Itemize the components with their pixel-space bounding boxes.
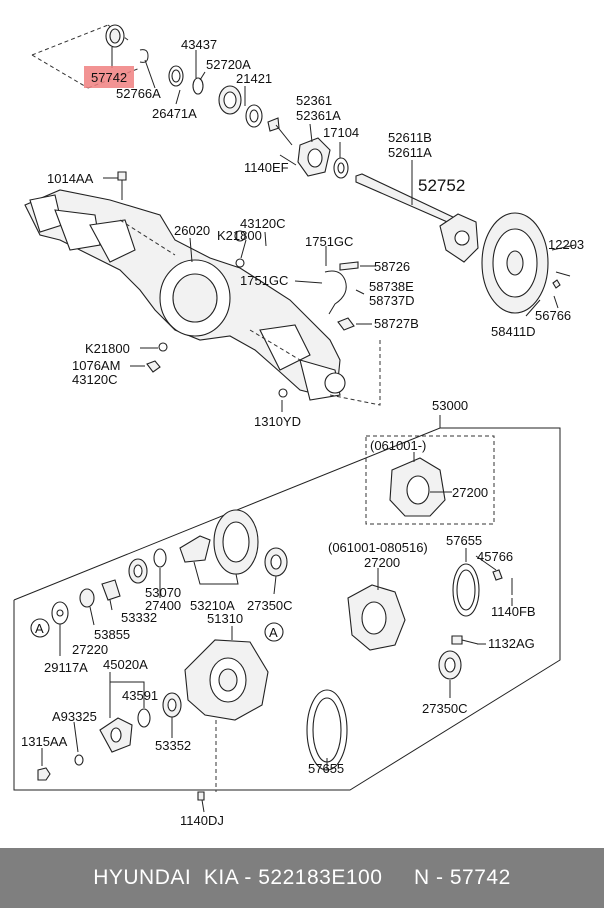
- label-27220: 27220: [72, 642, 108, 657]
- label-1751gc-mid: 1751GC: [240, 273, 288, 288]
- part-labels: 57742 52766A 43437 52720A 26471A 21421 5…: [21, 37, 584, 828]
- label-53210a: 53210A: [190, 598, 235, 613]
- label-27350c-left: 27350C: [247, 598, 293, 613]
- label-1014aa: 1014AA: [47, 171, 94, 186]
- label-27350c-right: 27350C: [422, 701, 468, 716]
- label-45766: 45766: [477, 549, 513, 564]
- marker-a-right: [264, 622, 284, 642]
- label-marker-a-left: A: [35, 621, 44, 636]
- label-53000: 53000: [432, 398, 468, 413]
- label-26471a: 26471A: [152, 106, 197, 121]
- label-27400: 27400: [145, 598, 181, 613]
- label-56766: 56766: [535, 308, 571, 323]
- label-53332: 53332: [121, 610, 157, 625]
- label-1140dj: 1140DJ: [180, 813, 224, 828]
- label-53855: 53855: [94, 627, 130, 642]
- leader-lines: [41, 47, 576, 813]
- label-52766a: 52766A: [116, 86, 161, 101]
- label-12203: 12203: [548, 237, 584, 252]
- gears-and-bearings: [51, 509, 513, 680]
- label-58727b: 58727B: [374, 316, 419, 331]
- label-1315aa: 1315AA: [21, 734, 68, 749]
- label-27200-top: 27200: [452, 485, 488, 500]
- differential-carrier: [37, 639, 348, 801]
- label-1132ag: 1132AG: [488, 636, 535, 651]
- differential-case-061001-080516: [347, 568, 406, 651]
- label-52611b: 52611B: [388, 130, 432, 145]
- label-43437: 43437: [181, 37, 217, 52]
- brake-hose: [146, 230, 359, 398]
- label-061001-080516: (061001-080516): [328, 540, 428, 555]
- exploded-parts-diagram: 57742 52766A 43437 52720A 26471A 21421 5…: [13, 24, 584, 828]
- label-k21800-bottom: K21800: [85, 341, 130, 356]
- hub-seal-assembly: [31, 24, 349, 179]
- label-26020: 26020: [174, 223, 210, 238]
- footer-text: HYUNDAI KIA - 522183E100 N - 57742: [93, 866, 511, 889]
- footer-bar: HYUNDAI KIA - 522183E100 N - 57742: [0, 848, 604, 908]
- brake-disc: [481, 212, 571, 314]
- label-061001: (061001-): [370, 438, 426, 453]
- label-43591: 43591: [122, 688, 158, 703]
- label-58738e: 58738E: [369, 279, 414, 294]
- label-52361a: 52361A: [296, 108, 341, 123]
- label-57655-right: 57655: [446, 533, 482, 548]
- label-1140fb: 1140FB: [491, 604, 536, 619]
- label-58411d: 58411D: [491, 324, 536, 339]
- label-a93325: A93325: [52, 709, 97, 724]
- differential-case-061001: [389, 457, 452, 517]
- label-52720a: 52720A: [206, 57, 251, 72]
- label-53352: 53352: [155, 738, 191, 753]
- axle-housing: [24, 171, 381, 406]
- label-43120c-bottom: 43120C: [72, 372, 118, 387]
- label-58726: 58726: [374, 259, 410, 274]
- label-52611a: 52611A: [388, 145, 432, 160]
- label-51310: 51310: [207, 611, 243, 626]
- label-17104: 17104: [323, 125, 359, 140]
- label-58737d: 58737D: [369, 293, 415, 308]
- label-53070: 53070: [145, 585, 181, 600]
- highlight-box: [84, 66, 134, 88]
- label-k21800-top: K21800: [217, 228, 262, 243]
- label-1310yd: 1310YD: [254, 414, 301, 429]
- axle-shaft: [355, 173, 479, 263]
- label-1076am: 1076AM: [72, 358, 120, 373]
- label-43120c-top: 43120C: [240, 216, 286, 231]
- marker-a-left: [30, 618, 50, 638]
- label-57655-bottom: 57655: [308, 761, 344, 776]
- label-1140ef: 1140EF: [244, 160, 289, 175]
- label-1751gc-top: 1751GC: [305, 234, 353, 249]
- label-57742: 57742: [91, 70, 127, 85]
- label-29117a: 29117A: [44, 660, 88, 675]
- label-52361: 52361: [296, 93, 332, 108]
- label-52752: 52752: [418, 176, 465, 195]
- label-21421: 21421: [236, 71, 272, 86]
- label-marker-a-right: A: [269, 625, 278, 640]
- label-27200-mid: 27200: [364, 555, 400, 570]
- label-45020a: 45020A: [103, 657, 148, 672]
